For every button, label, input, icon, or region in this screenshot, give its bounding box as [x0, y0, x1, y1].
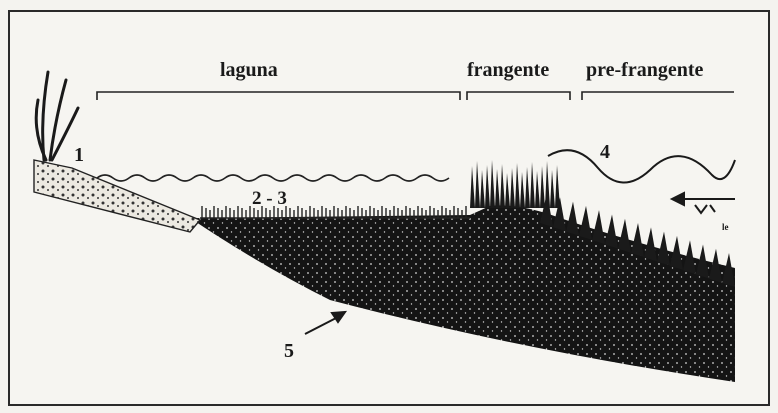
bracket-pre-frangente	[582, 92, 734, 100]
marker-2-3: 2 - 3	[252, 188, 287, 209]
lagoon-water-surface	[97, 175, 449, 181]
zone-label-laguna: laguna	[220, 59, 278, 81]
lagoon-seagrass-bed	[200, 206, 470, 218]
reef-sediment-body	[190, 206, 735, 383]
beach-plant-icon	[36, 72, 78, 160]
bracket-frangente	[467, 92, 570, 100]
zone-label-frangente: frangente	[467, 59, 549, 81]
arrow-to-sediment-icon	[305, 312, 345, 334]
small-letters: le	[722, 222, 729, 232]
marker-1: 1	[74, 144, 84, 166]
marker-5: 5	[284, 340, 294, 362]
current-arrow-icon	[672, 193, 735, 213]
zone-label-pre-frangente: pre-frangente	[586, 59, 703, 81]
marker-4: 4	[600, 141, 610, 163]
zone-brackets	[97, 92, 734, 100]
bracket-laguna	[97, 92, 460, 100]
beach-slope	[34, 160, 200, 232]
wave-line	[548, 150, 735, 182]
